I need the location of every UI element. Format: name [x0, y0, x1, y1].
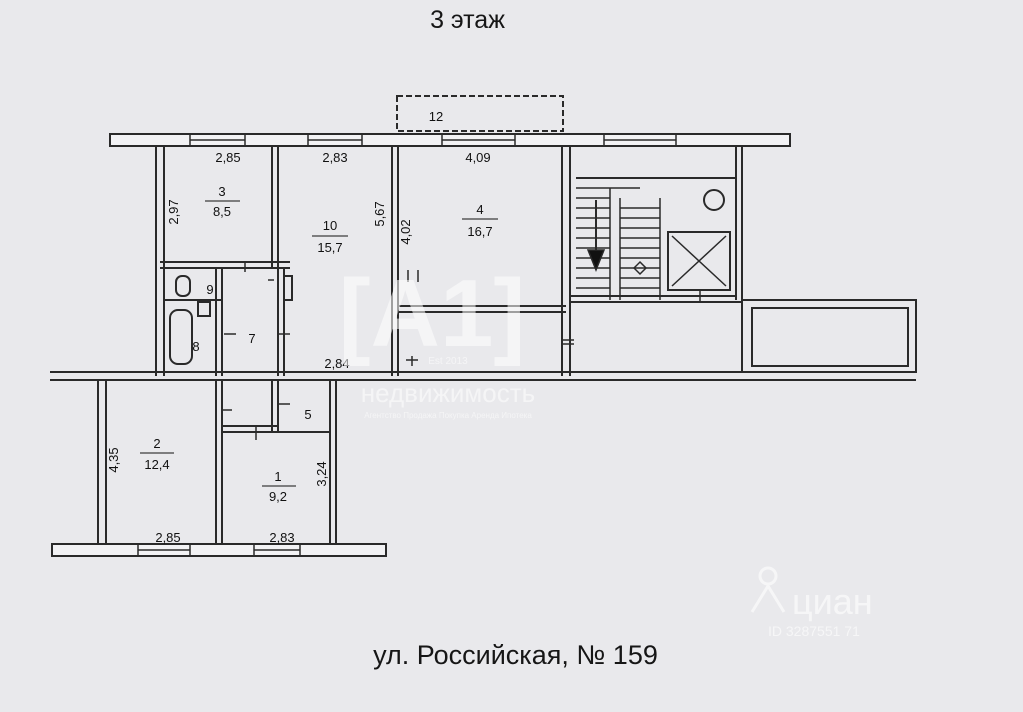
wall-room4-right [561, 146, 571, 376]
stairs-icon [576, 187, 661, 300]
annex-room [741, 299, 917, 373]
wall-lobby [570, 177, 742, 303]
dim-room10-bottom: 2,84 [324, 356, 349, 371]
wall-room5 [222, 380, 330, 433]
plan-label: циан [792, 581, 873, 622]
room-7-number: 7 [248, 331, 255, 346]
room-2: 2 12,4 [140, 436, 174, 472]
toilet-icon [175, 275, 191, 297]
outer-wall-bottom [51, 543, 387, 557]
room-number: 10 [323, 218, 337, 233]
room-5-number: 5 [304, 407, 311, 422]
dim-room2-depth: 4,35 [106, 447, 121, 472]
bathtub-icon [169, 309, 193, 365]
wall-room2-right [215, 380, 223, 546]
windows-top [189, 134, 677, 146]
room-area: 12,4 [144, 457, 169, 472]
balcony-12-number: 12 [429, 109, 443, 124]
room-8-number: 8 [192, 339, 199, 354]
wall-room10-right [391, 146, 399, 376]
room-4: 4 16,7 [462, 202, 498, 239]
room-area: 15,7 [317, 240, 342, 255]
a1-watermark: [A1] Est 2013 недвижимость Агентство Про… [339, 260, 536, 420]
room-area: 9,2 [269, 489, 287, 504]
room-1: 1 9,2 [262, 469, 296, 504]
cian-logo-icon [750, 566, 786, 613]
room-9-number: 9 [206, 282, 213, 297]
chute-icon [703, 189, 725, 211]
room-3: 3 8,5 [205, 184, 240, 219]
dim-room3-depth: 2,97 [166, 199, 181, 224]
wall-stair-right [735, 146, 743, 300]
plan-label: ID 3287551 71 [768, 623, 860, 639]
plan-label: Агентство Продажа Покупка Аренда Ипотека [364, 411, 532, 420]
room-number: 1 [274, 469, 281, 484]
dim-room10-width: 2,83 [322, 150, 347, 165]
room-area: 16,7 [467, 224, 492, 239]
wall-room3-right [271, 146, 279, 268]
plan-label: [A1] [339, 260, 526, 367]
windows-bottom [137, 544, 301, 556]
dim-room3-width: 2,85 [215, 150, 240, 165]
room-number: 3 [218, 184, 225, 199]
door-marks [222, 262, 701, 440]
dim-room1-width: 2,83 [269, 530, 294, 545]
room-area: 8,5 [213, 204, 231, 219]
dim-room10-depth: 5,67 [372, 201, 387, 226]
sink-icon [197, 301, 211, 317]
plan-label: недвижимость [361, 378, 535, 408]
wall-room3-bottom [160, 261, 290, 269]
dim-room1-depth: 3,24 [314, 461, 329, 486]
floor-title: 3 этаж [430, 6, 505, 34]
wall-room7-right [277, 268, 293, 376]
room-number: 2 [153, 436, 160, 451]
wall-wc [164, 268, 223, 376]
elevator-icon [667, 231, 731, 291]
wall-lower-left [97, 380, 107, 546]
dim-room4-depth: 4,02 [398, 219, 413, 244]
dim-room2-width: 2,85 [155, 530, 180, 545]
dim-room4-width: 4,09 [465, 150, 490, 165]
room-10: 10 15,7 [312, 218, 348, 255]
room-number: 4 [476, 202, 483, 217]
balcony-outline [396, 95, 564, 132]
wall-room4-bottom [398, 305, 566, 313]
address-caption: ул. Российская, № 159 [373, 640, 658, 670]
wall-room1-right [329, 380, 337, 546]
cian-watermark: циан ID 3287551 71 [750, 566, 873, 639]
plan-label: Est 2013 [428, 356, 468, 367]
